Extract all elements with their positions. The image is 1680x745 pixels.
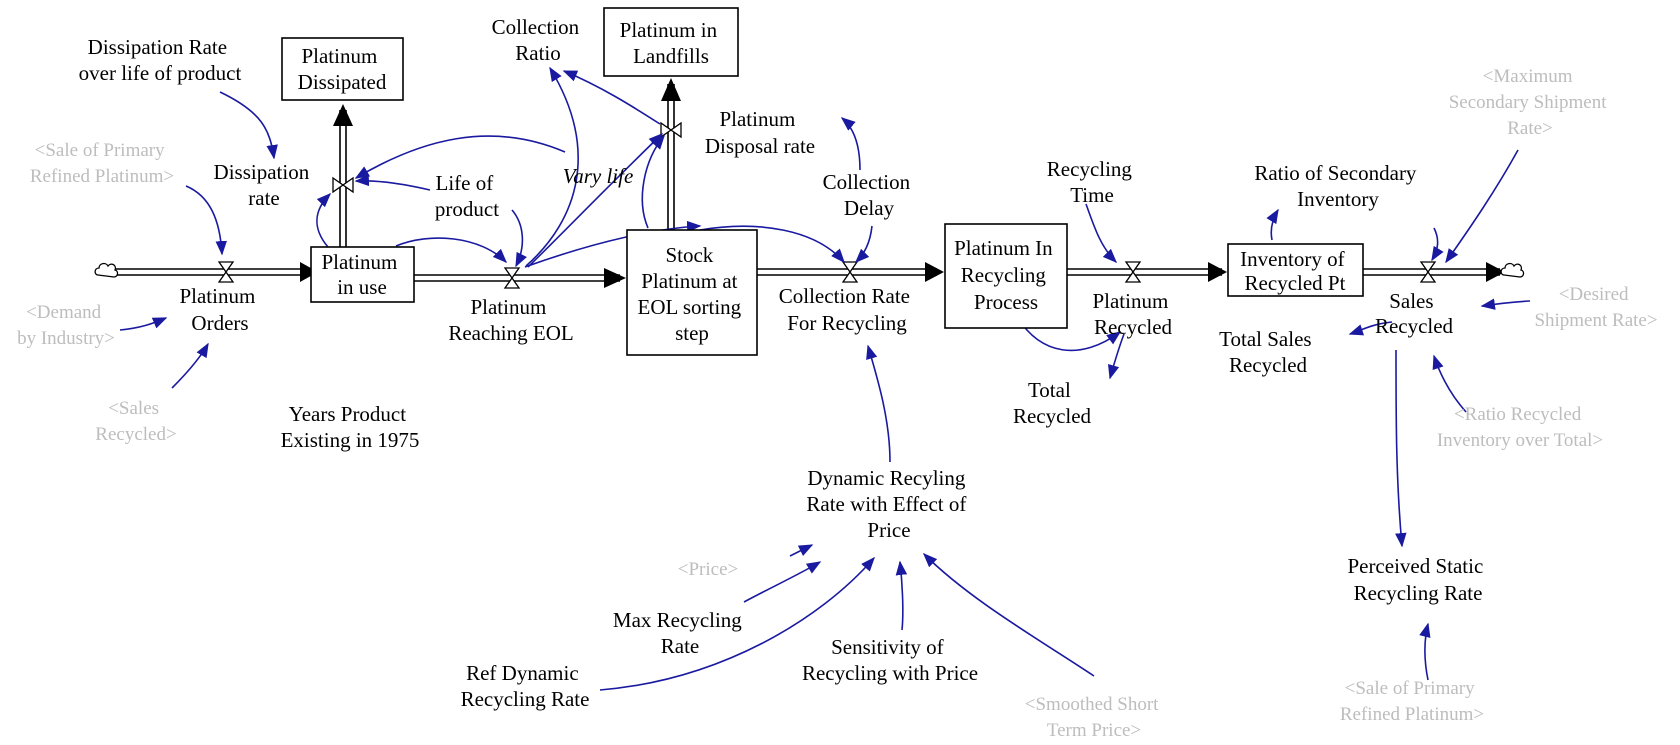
stock-label-line: Recycling: [961, 263, 1047, 287]
stock-platinum-eol-sorting[interactable]: Stock Platinum at EOL sorting step: [626, 229, 758, 356]
flow-platinum-orders[interactable]: Platinum Orders: [179, 284, 260, 335]
svg-text:Stock Platinum at: Stock Platinum at EOL sorting step: [638, 243, 747, 345]
stock-label-line: Inventory of: [1240, 247, 1344, 271]
stock-label-line: Platinum In: [954, 236, 1053, 260]
stock-inventory-recycled-pt[interactable]: Inventory of Recycled Pt: [1227, 243, 1364, 297]
shadow-smoothed-short-term-price[interactable]: <Smoothed Short Term Price>: [1025, 694, 1163, 741]
flow-dissipation-rate[interactable]: Dissipation rate: [214, 160, 315, 210]
svg-text:Platinum In Recycling: Platinum In Recycling Process: [954, 236, 1058, 314]
var-recycling-time[interactable]: Recycling Time: [1047, 157, 1137, 207]
stock-label-line: Platinum at: [641, 269, 737, 293]
stock-platinum-in-use[interactable]: Platinum in use: [310, 246, 415, 303]
flow-platinum-disposal-rate[interactable]: Platinum Disposal rate: [705, 107, 815, 158]
shadow-desired-shipment-rate[interactable]: <Desired Shipment Rate>: [1534, 284, 1657, 331]
info-links: [119, 66, 1531, 691]
valve-icon-reaching-eol: [503, 267, 521, 289]
flow-sales-recycled[interactable]: Sales Recycled: [1375, 289, 1454, 338]
stock-label-line: Platinum: [301, 44, 377, 68]
var-collection-ratio[interactable]: Collection Ratio: [492, 15, 585, 65]
svg-text:Platinum in Landfills: Platinum in Landfills: [620, 18, 723, 68]
flow-platinum-recycled[interactable]: Platinum Recycled: [1092, 289, 1173, 339]
pipe-orders: [112, 262, 318, 282]
stock-label-line: Platinum in: [620, 18, 718, 42]
shadow-sale-primary-refined-right[interactable]: <Sale of Primary Refined Platinum>: [1340, 678, 1484, 725]
shadow-ratio-recycled-inventory[interactable]: <Ratio Recycled Inventory over Total>: [1437, 404, 1603, 451]
var-sensitivity-recycling-price[interactable]: Sensitivity of Recycling with Price: [802, 635, 978, 685]
svg-text:Platinum in use: Platinum in use: [321, 250, 402, 299]
var-collection-delay[interactable]: Collection Delay: [823, 170, 916, 220]
var-ref-dynamic-recycling-rate[interactable]: Ref Dynamic Recycling Rate: [461, 661, 590, 711]
var-max-recycling-rate[interactable]: Max Recycling Rate: [613, 608, 747, 658]
var-vary-life[interactable]: Vary life: [563, 164, 634, 188]
stock-label-line: Process: [974, 290, 1038, 314]
shadow-price[interactable]: <Price>: [678, 559, 738, 580]
var-life-of-product[interactable]: Life of product: [435, 171, 499, 221]
var-total-recycled[interactable]: Total Recycled: [1013, 378, 1092, 428]
sink-cloud-icon: [1500, 262, 1525, 278]
shadow-sales-recycled[interactable]: <Sales Recycled>: [95, 398, 176, 445]
shadow-sale-primary-refined-left[interactable]: <Sale of Primary Refined Platinum>: [30, 140, 174, 187]
svg-text:Inventory of Recycled Pt: Inventory of Recycled Pt: [1240, 247, 1350, 295]
var-perceived-static-recycling-rate[interactable]: Perceived Static Recycling Rate: [1347, 554, 1488, 605]
pipe-sales-recycled: [1362, 262, 1505, 282]
flow-pipes: [112, 78, 1505, 288]
valve-icon-disposal: [660, 121, 682, 139]
stock-label-line: EOL sorting: [638, 295, 742, 319]
stock-label-line: Recycled Pt: [1245, 271, 1346, 295]
shadow-maximum-secondary-shipment[interactable]: <Maximum Secondary Shipment Rate>: [1449, 66, 1612, 139]
valve-icon-platinum-orders: [217, 261, 235, 283]
stock-label-line: in use: [337, 275, 387, 299]
stock-platinum-in-landfills[interactable]: Platinum in Landfills: [603, 7, 739, 77]
valve-icon-platinum-recycled: [1124, 261, 1142, 283]
shadow-demand-by-industry[interactable]: <Demand by Industry>: [17, 302, 115, 349]
flow-platinum-reaching-eol[interactable]: Platinum Reaching EOL: [448, 295, 573, 345]
pipe-reaching-eol: [414, 268, 626, 288]
var-dissipation-rate-over-life[interactable]: Dissipation Rate over life of product: [79, 35, 242, 85]
flow-collection-rate-for-recycling[interactable]: Collection Rate For Recycling: [779, 284, 915, 335]
valve-icon-collection-rate: [841, 261, 859, 283]
pipe-recycled: [1066, 262, 1227, 282]
stock-label-line: Landfills: [633, 44, 709, 68]
valve-icon-dissipation: [332, 176, 354, 194]
svg-text:Platinum Dissipated: Platinum Dissipated: [298, 44, 387, 94]
pipe-dissipation: [333, 104, 353, 247]
pipe-disposal: [661, 78, 681, 230]
valve-icon-sales-recycled: [1419, 261, 1437, 283]
var-total-sales-recycled[interactable]: Total Sales Recycled: [1219, 327, 1317, 377]
var-dynamic-recycling-rate[interactable]: Dynamic Recyling Rate with Effect of Pri…: [806, 466, 971, 542]
source-cloud-icon: [94, 262, 119, 278]
stock-platinum-in-recycling-process[interactable]: Platinum In Recycling Process: [944, 223, 1068, 329]
stock-label-line: Dissipated: [298, 70, 387, 94]
pipe-collection: [757, 262, 944, 282]
stock-platinum-dissipated[interactable]: Platinum Dissipated: [281, 37, 404, 101]
stock-label-line: Platinum: [321, 250, 397, 274]
stock-label-line: step: [675, 321, 709, 345]
var-years-product-existing[interactable]: Years Product Existing in 1975: [281, 402, 420, 452]
var-ratio-of-secondary-inventory[interactable]: Ratio of Secondary Inventory: [1254, 161, 1421, 211]
stock-label-line: Stock: [665, 243, 713, 267]
